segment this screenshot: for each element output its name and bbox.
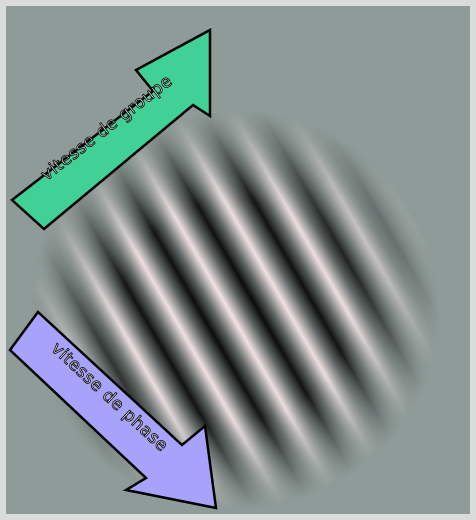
diagram-canvas: vitesse de groupe vitesse de phase (0, 0, 476, 520)
wave-packet (0, 0, 476, 520)
